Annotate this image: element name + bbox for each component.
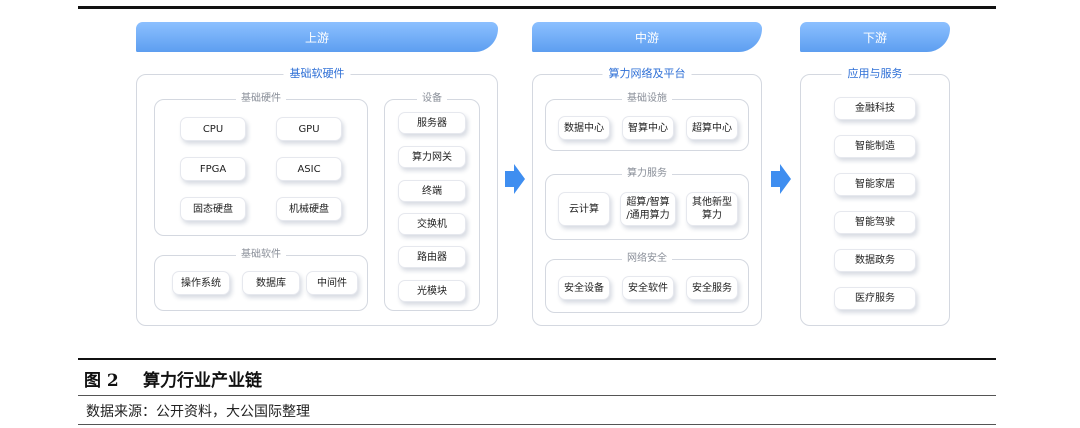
hardware-item-ssd: 固态硬盘	[180, 197, 246, 221]
device-item-optical-module: 光模块	[398, 280, 466, 302]
device-item-router: 路由器	[398, 246, 466, 268]
upstream-banner: 上游	[136, 22, 498, 52]
infrastructure-title: 基础设施	[622, 93, 672, 105]
top-rule	[78, 6, 996, 9]
downstream-banner-label: 下游	[862, 30, 887, 45]
application-item-smart-driving: 智能驾驶	[834, 211, 916, 234]
hardware-item-gpu: GPU	[276, 117, 342, 141]
security-item-devices: 安全设备	[558, 276, 610, 300]
hardware-item-fpga: FPGA	[180, 157, 246, 181]
device-item-switch: 交换机	[398, 213, 466, 235]
application-item-medical-services: 医疗服务	[834, 287, 916, 310]
bottom-rule	[78, 424, 996, 425]
infra-item-data-center: 数据中心	[558, 116, 610, 140]
downstream-section-title: 应用与服务	[841, 67, 909, 81]
caption-top-rule	[78, 358, 996, 360]
application-item-fintech: 金融科技	[834, 97, 916, 120]
application-item-smart-manufacturing: 智能制造	[834, 135, 916, 158]
device-item-gateway: 算力网关	[398, 146, 466, 168]
network-security-title: 网络安全	[622, 253, 672, 265]
compute-services-title: 算力服务	[622, 168, 672, 180]
data-source: 数据来源：公开资料，大公国际整理	[86, 404, 310, 420]
device-item-server: 服务器	[398, 112, 466, 134]
upstream-banner-label: 上游	[304, 30, 329, 45]
upstream-section-title: 基础软硬件	[283, 67, 351, 81]
application-item-data-government: 数据政务	[834, 249, 916, 272]
software-item-database: 数据库	[242, 271, 300, 295]
figure-label: 图 2	[84, 371, 119, 391]
software-title: 基础软件	[236, 249, 286, 261]
software-item-middleware: 中间件	[306, 271, 358, 295]
hardware-title: 基础硬件	[236, 93, 286, 105]
compute-item-other-new: 其他新型 算力	[686, 192, 738, 226]
security-item-services: 安全服务	[686, 276, 738, 300]
devices-card	[384, 99, 480, 311]
application-item-smart-home: 智能家居	[834, 173, 916, 196]
hardware-item-hdd: 机械硬盘	[276, 197, 342, 221]
midstream-banner-label: 中游	[634, 30, 659, 45]
flow-arrow-right-icon	[771, 164, 791, 194]
hardware-item-asic: ASIC	[276, 157, 342, 181]
infra-item-intelligent-computing-center: 智算中心	[622, 116, 674, 140]
infra-item-supercomputing-center: 超算中心	[686, 116, 738, 140]
flow-arrow-right-icon	[505, 164, 525, 194]
figure-title: 算力行业产业链	[143, 371, 262, 391]
security-item-software: 安全软件	[622, 276, 674, 300]
compute-item-cloud: 云计算	[558, 192, 610, 226]
caption-divider	[78, 395, 996, 396]
devices-title: 设备	[417, 93, 447, 105]
downstream-banner: 下游	[800, 22, 950, 52]
midstream-section-title: 算力网络及平台	[602, 67, 692, 81]
compute-item-super-intelligent-general: 超算/智算 /通用算力	[620, 192, 676, 226]
midstream-banner: 中游	[532, 22, 762, 52]
hardware-item-cpu: CPU	[180, 117, 246, 141]
device-item-terminal: 终端	[398, 180, 466, 202]
software-item-os: 操作系统	[172, 271, 230, 295]
